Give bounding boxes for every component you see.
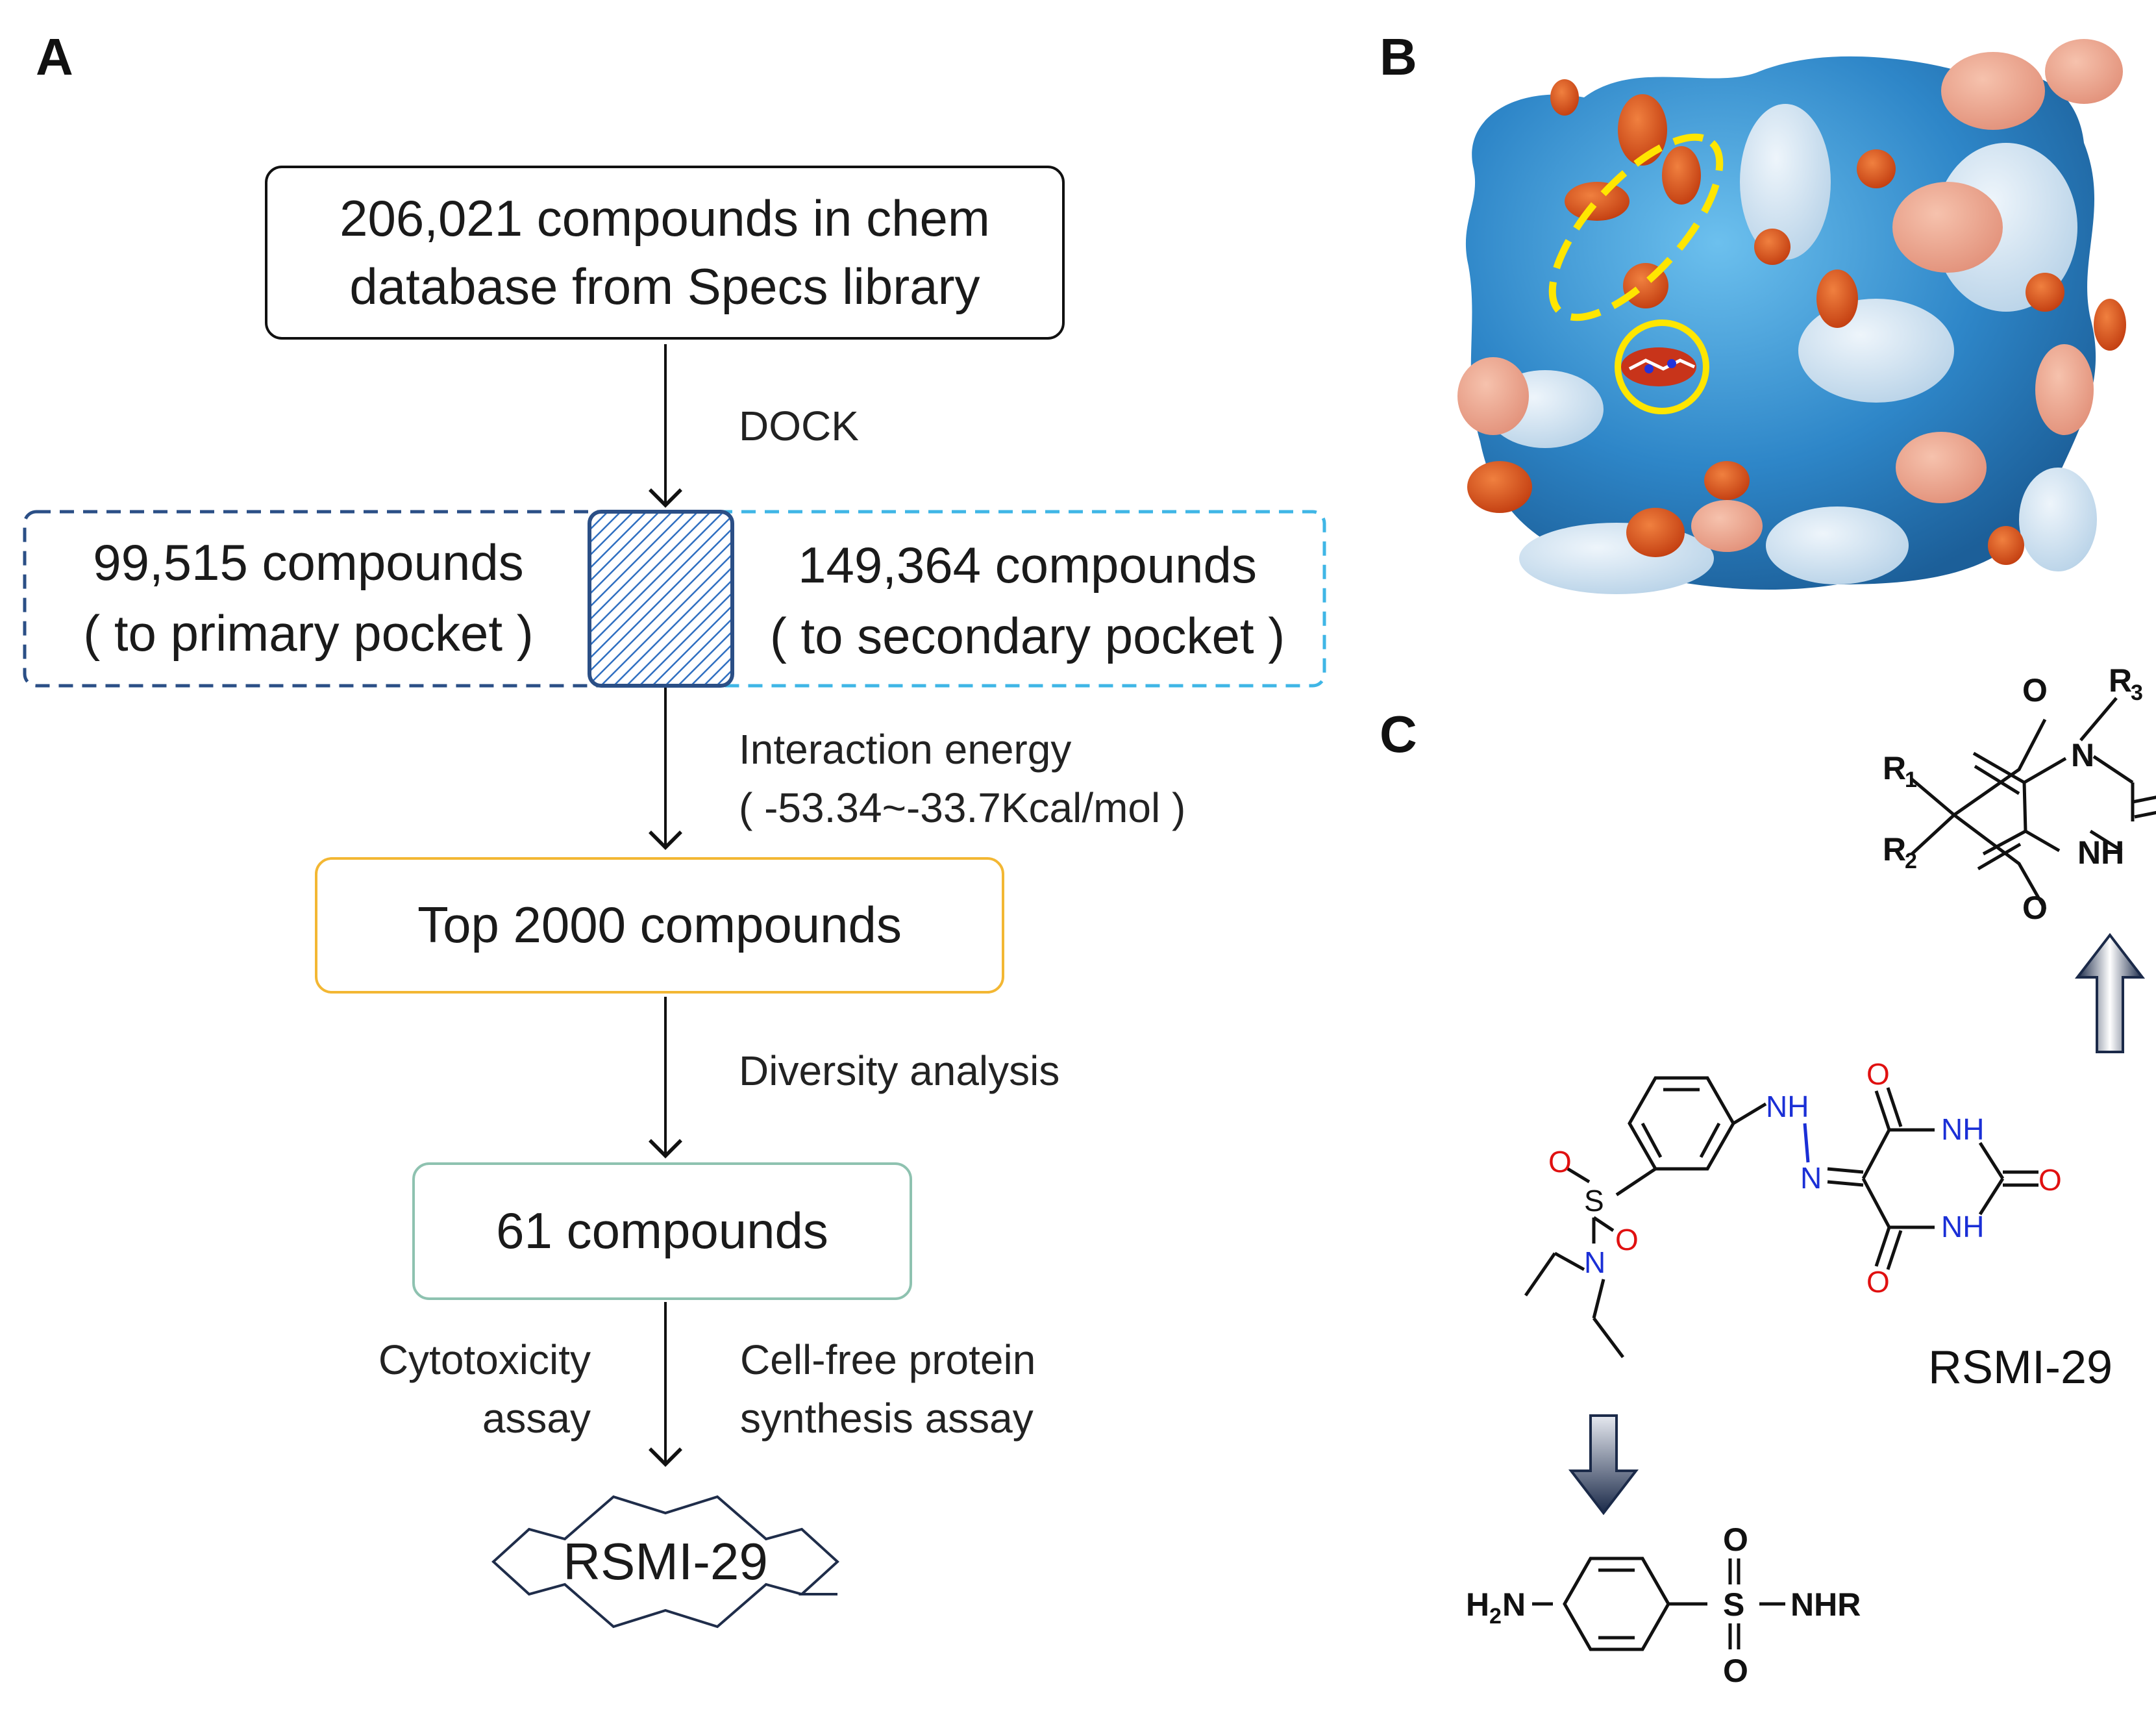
rsmi-nh: NH xyxy=(1766,1090,1809,1123)
sulf-h2n-sub: 2 xyxy=(1489,1604,1502,1629)
barb-r3: R xyxy=(2109,662,2132,699)
database-box-text: 206,021 compounds in chem database from … xyxy=(340,189,990,315)
rsmi29-structure xyxy=(1524,1076,2038,1358)
sulf-h2n-n: N xyxy=(1502,1586,1526,1623)
barb-n: N xyxy=(2071,737,2094,773)
secondary-pocket-text: 149,364 compounds ( to secondary pocket … xyxy=(769,536,1285,665)
barb-nh: NH xyxy=(2077,834,2124,871)
rsmi-o-right: O xyxy=(2038,1163,2062,1197)
panel-letter-b: B xyxy=(1380,28,1417,86)
final-compound-star xyxy=(491,1495,839,1629)
barb-r2-sub: 2 xyxy=(1905,849,1917,873)
barb-r3-sub: 3 xyxy=(2131,681,2143,705)
sixtyone-compounds-text: 61 compounds xyxy=(496,1202,828,1260)
rsmi-o-bottom: O xyxy=(1866,1265,1890,1299)
workflow-connectors xyxy=(23,344,1326,1629)
secondary-pocket-box xyxy=(588,510,1326,688)
secondary-pocket-highlight xyxy=(1548,133,1724,321)
sulf-o-top: O xyxy=(1723,1521,1748,1558)
sulfonamide-scaffold xyxy=(1532,1557,1785,1651)
arrow-down-icon xyxy=(1568,1414,1639,1516)
rsmi29-name: RSMI-29 xyxy=(1928,1342,2113,1394)
sixtyone-compounds-box: 61 compounds xyxy=(412,1162,912,1300)
diversity-label: Diversity analysis xyxy=(739,1047,1060,1094)
rsmi-so-o1: O xyxy=(1548,1145,1572,1179)
primary-pocket-highlight xyxy=(1615,319,1709,414)
energy-label: Interaction energy ( -53.34~-33.7Kcal/mo… xyxy=(739,726,1186,831)
protein-surface-image xyxy=(1457,39,2126,594)
rsmi-n: N xyxy=(1800,1161,1822,1195)
dock-label: DOCK xyxy=(739,403,859,449)
barb-o-bottom: O xyxy=(2022,890,2048,926)
rsmi-s: S xyxy=(1584,1184,1604,1218)
primary-pocket-text: 99,515 compounds ( to primary pocket ) xyxy=(83,534,534,662)
sulf-s: S xyxy=(1723,1586,1744,1623)
top-compounds-box: Top 2000 compounds xyxy=(315,857,1004,994)
rsmi-so-o2: O xyxy=(1615,1223,1639,1257)
barb-r2: R xyxy=(1883,831,1906,868)
final-compound-label: RSMI-29 xyxy=(563,1532,768,1590)
chemical-structures: .bond { stroke:#111; stroke-width:5; fil… xyxy=(1466,662,2156,1689)
rsmi-o-top: O xyxy=(1866,1057,1890,1091)
pocket-overlap-hatch xyxy=(588,510,734,688)
sulf-nhr: NHR xyxy=(1790,1586,1861,1623)
arrow-up-icon xyxy=(2074,932,2146,1053)
barb-r1-sub: 1 xyxy=(1905,768,1917,792)
panel-letter-a: A xyxy=(36,28,73,86)
barb-r1: R xyxy=(1883,750,1906,786)
rsmi-nh-bottom: NH xyxy=(1941,1210,1984,1244)
cellfree-label: Cell-free protein synthesis assay xyxy=(740,1336,1036,1442)
barbiturate-scaffold xyxy=(1972,697,2156,871)
sulf-h2n-h: H xyxy=(1466,1586,1489,1623)
rsmi-nh-top: NH xyxy=(1941,1112,1984,1146)
rsmi-n-amine: N xyxy=(1584,1245,1605,1279)
sulf-o-bottom: O xyxy=(1723,1653,1748,1689)
top-compounds-text: Top 2000 compounds xyxy=(417,896,902,954)
panel-letter-c: C xyxy=(1380,705,1417,763)
barb-o-top: O xyxy=(2022,672,2048,708)
docked-ligand xyxy=(1621,347,1696,386)
barbiturate-scaffold-bonds2 xyxy=(1911,778,1955,855)
barbiturate-ring xyxy=(1951,718,2047,910)
cytotoxicity-label: Cytotoxicity assay xyxy=(378,1336,591,1442)
database-box: 206,021 compounds in chem database from … xyxy=(265,166,1065,340)
